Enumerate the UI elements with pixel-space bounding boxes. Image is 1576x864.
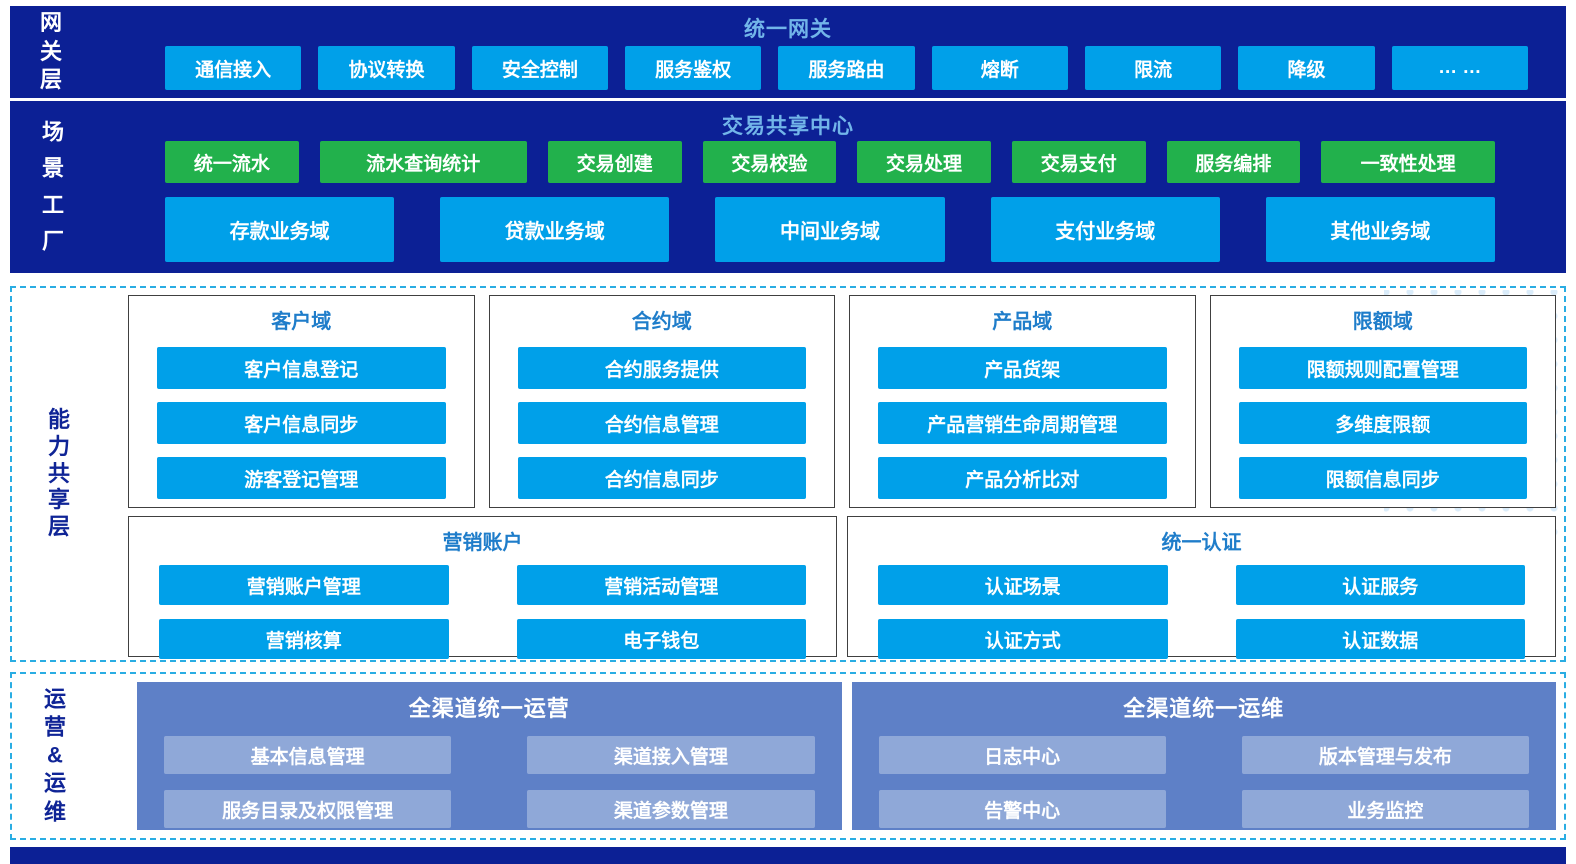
gateway-layer: 网关层 统一网关 通信接入 协议转换 安全控制 服务鉴权 服务路由 熔断 限流 … (10, 6, 1566, 98)
quota-domain-title: 限额域 (1352, 311, 1413, 333)
gateway-service-block: 降级 (1238, 46, 1375, 90)
transaction-service-block: 交易支付 (1011, 141, 1146, 183)
product-domain-items: 产品货架 产品营销生命周期管理 产品分析比对 (878, 347, 1167, 499)
business-domain-block: 中间业务域 (715, 197, 945, 262)
transaction-service-block: 一致性处理 (1321, 141, 1495, 183)
business-domains-row: 存款业务域 贷款业务域 中间业务域 支付业务域 其他业务域 (165, 197, 1496, 262)
unified-operations-item: 基本信息管理 (164, 736, 452, 774)
gateway-service-block: 安全控制 (471, 46, 608, 90)
transaction-service-block: 交易校验 (702, 141, 837, 183)
marketing-account-title: 营销账户 (442, 532, 523, 554)
customer-domain-box: 客户域 客户信息登记 客户信息同步 游客登记管理 (128, 295, 475, 508)
customer-domain-item: 客户信息登记 (157, 347, 446, 389)
unified-maintenance-panel: 全渠道统一运维 日志中心 版本管理与发布 告警中心 业务监控 (851, 682, 1556, 830)
capability-domains-row: 客户域 客户信息登记 客户信息同步 游客登记管理 合约域 合约服务提供 合约信息… (128, 295, 1556, 508)
contract-domain-item: 合约信息管理 (517, 402, 806, 444)
transaction-service-block: 服务编排 (1166, 141, 1301, 183)
contract-domain-item: 合约信息同步 (517, 457, 806, 499)
contract-domain-items: 合约服务提供 合约信息管理 合约信息同步 (517, 347, 806, 499)
gateway-services-row: 通信接入 协议转换 安全控制 服务鉴权 服务路由 熔断 限流 降级 … … (165, 46, 1528, 90)
unified-operations-item: 渠道参数管理 (527, 790, 815, 828)
capability-layer-label: 能力共享层 (47, 406, 70, 540)
unified-maintenance-title: 全渠道统一运维 (1123, 696, 1285, 721)
gateway-layer-label: 网关层 (39, 10, 62, 93)
business-domain-block: 支付业务域 (990, 197, 1220, 262)
scenario-factory-layer: 场景工厂 交易共享中心 统一流水 流水查询统计 交易创建 交易校验 交易处理 交… (10, 101, 1566, 273)
contract-domain-item: 合约服务提供 (517, 347, 806, 389)
unified-auth-title: 统一认证 (1161, 532, 1242, 554)
customer-domain-title: 客户域 (271, 311, 332, 333)
unified-gateway-title: 统一网关 (744, 18, 832, 41)
product-domain-title: 产品域 (992, 311, 1053, 333)
capability-wide-row: 营销账户 营销账户管理 营销活动管理 营销核算 电子钱包 统一认证 认证场景 认… (128, 516, 1556, 659)
business-domain-block: 其他业务域 (1265, 197, 1496, 262)
contract-domain-title: 合约域 (631, 311, 692, 333)
quota-domain-box: 限额域 限额规则配置管理 多维度限额 限额信息同步 (1209, 295, 1556, 508)
unified-operations-panel: 全渠道统一运营 基本信息管理 渠道接入管理 服务目录及权限管理 渠道参数管理 (137, 682, 842, 830)
gateway-service-block: 限流 (1084, 46, 1222, 90)
unified-maintenance-item: 日志中心 (878, 736, 1166, 774)
customer-domain-items: 客户信息登记 客户信息同步 游客登记管理 (157, 347, 446, 499)
unified-auth-box: 统一认证 认证场景 认证服务 认证方式 认证数据 (847, 516, 1556, 659)
gateway-service-block-ellipsis: … … (1391, 46, 1528, 90)
quota-domain-item: 限额规则配置管理 (1238, 347, 1527, 389)
product-domain-item: 产品货架 (878, 347, 1167, 389)
unified-operations-item: 渠道接入管理 (527, 736, 815, 774)
gateway-service-block: 通信接入 (165, 46, 302, 90)
unified-operations-item: 服务目录及权限管理 (164, 790, 452, 828)
unified-maintenance-item: 告警中心 (878, 790, 1166, 828)
unified-maintenance-item: 业务监控 (1241, 790, 1529, 828)
transaction-service-block: 交易处理 (857, 141, 991, 183)
marketing-account-item: 营销核算 (159, 619, 449, 659)
product-domain-box: 产品域 产品货架 产品营销生命周期管理 产品分析比对 (849, 295, 1196, 508)
unified-auth-item: 认证场景 (878, 565, 1168, 605)
unified-operations-title: 全渠道统一运营 (408, 696, 570, 721)
gateway-service-block: 服务鉴权 (624, 46, 762, 90)
capability-sharing-layer: 能力共享层 客户域 客户信息登记 客户信息同步 游客登记管理 合约域 合约服务提… (10, 286, 1566, 662)
marketing-account-items: 营销账户管理 营销活动管理 营销核算 电子钱包 (159, 565, 806, 659)
quota-domain-items: 限额规则配置管理 多维度限额 限额信息同步 (1238, 347, 1527, 499)
product-domain-item: 产品营销生命周期管理 (878, 402, 1167, 444)
marketing-account-item: 营销账户管理 (159, 565, 449, 605)
gateway-service-block: 熔断 (931, 46, 1068, 90)
customer-domain-item: 客户信息同步 (157, 402, 446, 444)
operations-maintenance-layer: 运营&运维 全渠道统一运营 基本信息管理 渠道接入管理 服务目录及权限管理 渠道… (10, 672, 1566, 840)
marketing-account-box: 营销账户 营销账户管理 营销活动管理 营销核算 电子钱包 (128, 516, 837, 659)
business-domain-block: 存款业务域 (165, 197, 395, 262)
transaction-center-title: 交易共享中心 (722, 115, 854, 138)
bottom-navy-bar (10, 847, 1566, 864)
quota-domain-item: 限额信息同步 (1238, 457, 1527, 499)
operations-panels-row: 全渠道统一运营 基本信息管理 渠道接入管理 服务目录及权限管理 渠道参数管理 全… (137, 682, 1556, 830)
scenario-factory-label: 场景工厂 (41, 119, 64, 254)
gateway-service-block: 协议转换 (318, 46, 455, 90)
contract-domain-box: 合约域 合约服务提供 合约信息管理 合约信息同步 (488, 295, 835, 508)
gateway-service-block: 服务路由 (778, 46, 915, 90)
unified-auth-item: 认证方式 (878, 619, 1168, 659)
marketing-account-item: 电子钱包 (516, 619, 806, 659)
unified-maintenance-item: 版本管理与发布 (1241, 736, 1529, 774)
unified-maintenance-items: 日志中心 版本管理与发布 告警中心 业务监控 (878, 736, 1529, 828)
business-domain-block: 贷款业务域 (440, 197, 670, 262)
unified-auth-item: 认证数据 (1235, 619, 1525, 659)
transaction-services-row: 统一流水 流水查询统计 交易创建 交易校验 交易处理 交易支付 服务编排 一致性… (165, 141, 1495, 183)
customer-domain-item: 游客登记管理 (157, 457, 446, 499)
product-domain-item: 产品分析比对 (878, 457, 1167, 499)
transaction-service-block: 统一流水 (165, 141, 299, 183)
operations-layer-label: 运营&运维 (43, 686, 66, 825)
quota-domain-item: 多维度限额 (1238, 402, 1527, 444)
transaction-service-block: 流水查询统计 (319, 141, 527, 183)
transaction-service-block: 交易创建 (547, 141, 682, 183)
unified-auth-items: 认证场景 认证服务 认证方式 认证数据 (878, 565, 1525, 659)
unified-auth-item: 认证服务 (1235, 565, 1525, 605)
unified-operations-items: 基本信息管理 渠道接入管理 服务目录及权限管理 渠道参数管理 (164, 736, 815, 828)
marketing-account-item: 营销活动管理 (516, 565, 806, 605)
